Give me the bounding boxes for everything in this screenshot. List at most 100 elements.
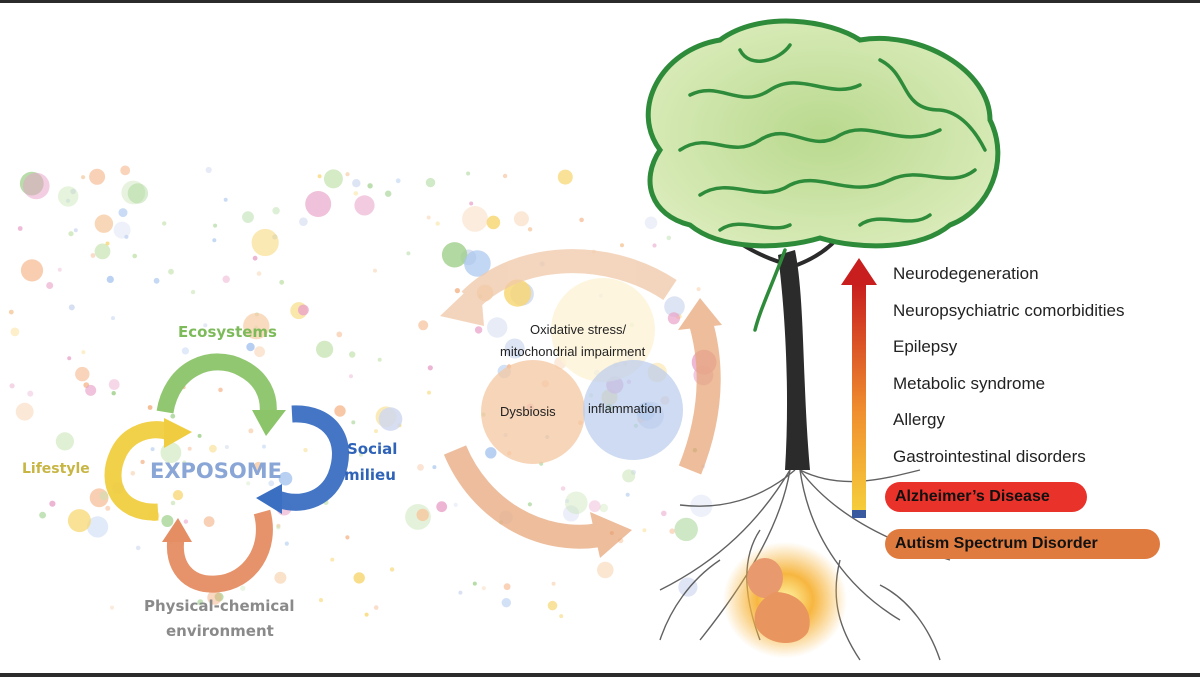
- particle-dot: [248, 428, 254, 434]
- particle-dot: [305, 191, 332, 217]
- particle-dot: [588, 500, 601, 513]
- particle-dot: [147, 405, 153, 410]
- alzheimers-badge: Alzheimer’s Disease: [885, 482, 1087, 512]
- particle-dot: [441, 242, 468, 268]
- ecosystems-arrowhead-icon: [252, 410, 286, 436]
- particle-dot: [377, 357, 382, 362]
- particle-dot: [579, 217, 584, 223]
- cycle-arrow-icon-right: [678, 316, 721, 475]
- particle-dot: [464, 250, 491, 277]
- particle-dot: [696, 287, 701, 292]
- particle-dot: [378, 407, 403, 431]
- particle-dot: [298, 304, 309, 316]
- particle-dot: [563, 505, 580, 522]
- particle-dot: [222, 275, 230, 283]
- disorder-item: Epilepsy: [893, 337, 958, 356]
- particle-dot: [385, 190, 392, 197]
- particle-dot: [113, 221, 131, 239]
- particle-dot: [162, 221, 167, 226]
- particle-dot: [597, 561, 614, 579]
- particle-dot: [170, 500, 176, 506]
- physical-label-line2: environment: [166, 622, 274, 640]
- particle-dot: [94, 214, 114, 233]
- particle-dot: [67, 356, 72, 361]
- physical-arrowhead-icon: [162, 518, 192, 542]
- particle-dot: [560, 486, 566, 491]
- dysbiosis-circle: [481, 360, 585, 464]
- particle-dot: [272, 207, 280, 215]
- particle-dot: [547, 600, 558, 611]
- particle-dot: [364, 612, 369, 617]
- particle-dot: [85, 384, 97, 396]
- particle-dot: [240, 585, 246, 591]
- particle-dot: [268, 480, 275, 487]
- particle-dot: [625, 492, 630, 497]
- particle-dot: [299, 217, 308, 226]
- particle-dot: [323, 169, 343, 189]
- particle-dot: [39, 511, 46, 519]
- particle-dot: [253, 461, 263, 471]
- brain-gyri: [678, 43, 987, 332]
- physical-label-line1: Physical-chemical: [144, 597, 295, 615]
- particle-dot: [501, 598, 511, 608]
- particle-dot: [644, 216, 658, 230]
- particle-dot: [474, 326, 483, 334]
- particle-dot: [318, 598, 324, 603]
- particle-dot: [172, 490, 184, 501]
- particle-dot: [503, 583, 511, 591]
- particle-dot: [436, 501, 448, 513]
- particle-dot: [256, 271, 262, 276]
- disorder-item: Neuropsychiatric comorbidities: [893, 300, 1125, 320]
- particle-dot: [374, 429, 378, 434]
- particle-dot: [254, 346, 265, 358]
- gradient-arrow-icon: [841, 258, 877, 518]
- particle-dot: [316, 340, 334, 358]
- social-arrowhead-icon: [256, 484, 282, 514]
- particle-dot: [466, 171, 471, 176]
- disorder-item: Metabolic syndrome: [893, 373, 1046, 393]
- particle-dot: [276, 525, 281, 530]
- particle-dot: [246, 342, 255, 352]
- particle-dot: [642, 528, 647, 533]
- particle-dot: [252, 255, 258, 261]
- particle-dot: [481, 586, 486, 591]
- particle-dot: [557, 169, 573, 185]
- particle-dot: [262, 444, 266, 449]
- particle-dot: [458, 590, 463, 595]
- particle-dot: [527, 502, 533, 507]
- particle-dot: [661, 510, 667, 517]
- particle-dot: [153, 277, 160, 284]
- particle-dot: [212, 238, 217, 243]
- particle-dot: [90, 253, 96, 258]
- particle-dot: [454, 288, 460, 294]
- top-border: [0, 0, 1200, 3]
- particle-dot: [161, 515, 174, 527]
- particle-dot: [213, 223, 218, 228]
- particle-dot: [205, 166, 212, 174]
- particle-dot: [23, 172, 50, 200]
- particle-dot: [94, 243, 111, 260]
- particle-dot: [8, 309, 14, 315]
- particle-dot: [168, 268, 174, 275]
- particle-dot: [118, 208, 128, 218]
- particle-dot: [105, 505, 111, 511]
- exposure-particles: [8, 165, 717, 619]
- particle-dot: [121, 180, 146, 205]
- particle-dot: [417, 464, 424, 471]
- fetus-icon: [747, 558, 810, 644]
- particle-dot: [181, 347, 189, 355]
- particle-dot: [203, 516, 215, 527]
- particle-dot: [559, 614, 564, 619]
- bottom-border: [0, 673, 1200, 677]
- ecosystems-arrow-icon: [156, 353, 277, 415]
- particle-dot: [243, 312, 270, 340]
- particle-dot: [87, 516, 109, 538]
- particle-dot: [667, 312, 681, 325]
- particle-dot: [274, 571, 287, 584]
- disorder-item: Neurodegeneration: [893, 264, 1039, 283]
- particle-dot: [418, 320, 429, 331]
- social-label-line2: milieu: [344, 466, 396, 484]
- particle-dot: [565, 499, 570, 503]
- particle-dot: [317, 174, 322, 179]
